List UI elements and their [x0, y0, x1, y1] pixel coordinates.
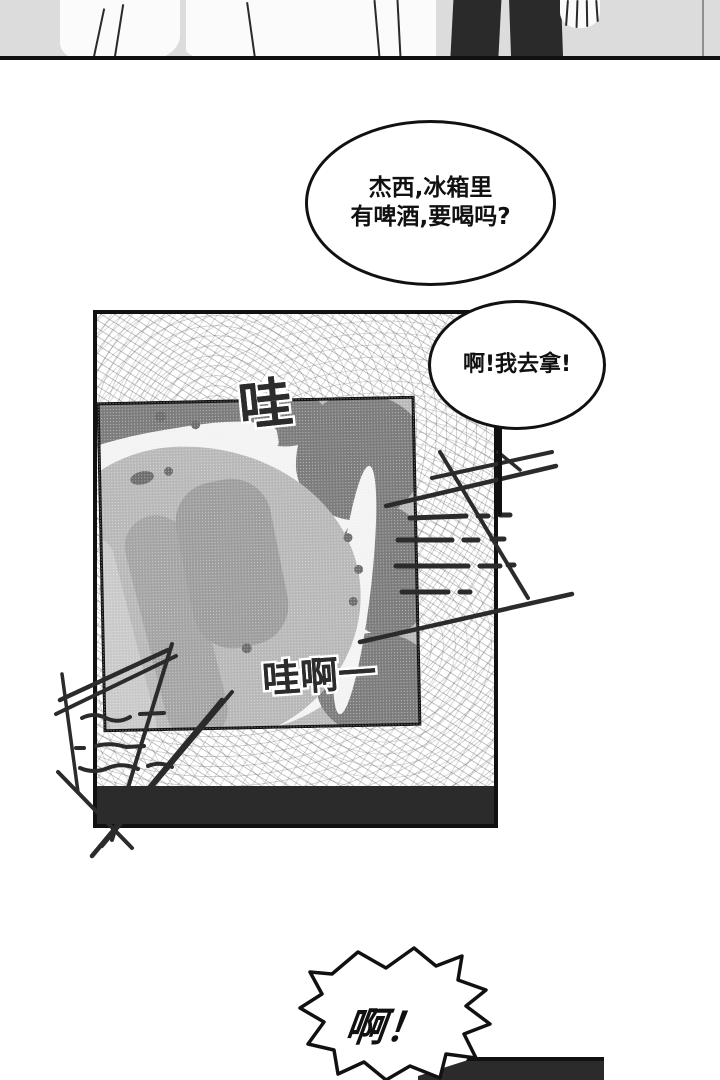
wall-seam-right — [702, 0, 704, 58]
trouser-leg-left — [450, 0, 502, 58]
speech-bubble-beer-offer[interactable]: 杰西,冰箱里 有啤酒,要喝吗? — [305, 120, 556, 286]
shout-bubble[interactable] — [290, 946, 500, 1080]
shout-bubble-text: 啊！ — [342, 1005, 429, 1051]
bubble-line: 啊!我去拿! — [462, 351, 572, 377]
bubble-line: 杰西,冰箱里 — [368, 174, 493, 201]
previous-panel-strip — [0, 0, 720, 58]
panel-dark-band — [97, 786, 494, 824]
sfx-wa-top-fill: 哇 — [235, 370, 296, 439]
dark-foreground-shape — [418, 1057, 604, 1080]
speech-bubble-ill-get-it[interactable]: 啊!我去拿! — [428, 300, 606, 430]
speech-bubble-tail — [498, 418, 502, 516]
trouser-leg-right — [508, 0, 564, 58]
garment-center — [186, 0, 436, 58]
mark-l3 — [60, 672, 80, 794]
sfx-waa-bottom-fill: 哇啊一 — [260, 650, 378, 702]
bubble-line: 有啤酒,要喝吗? — [350, 204, 511, 230]
panel-divider-line — [0, 56, 720, 60]
